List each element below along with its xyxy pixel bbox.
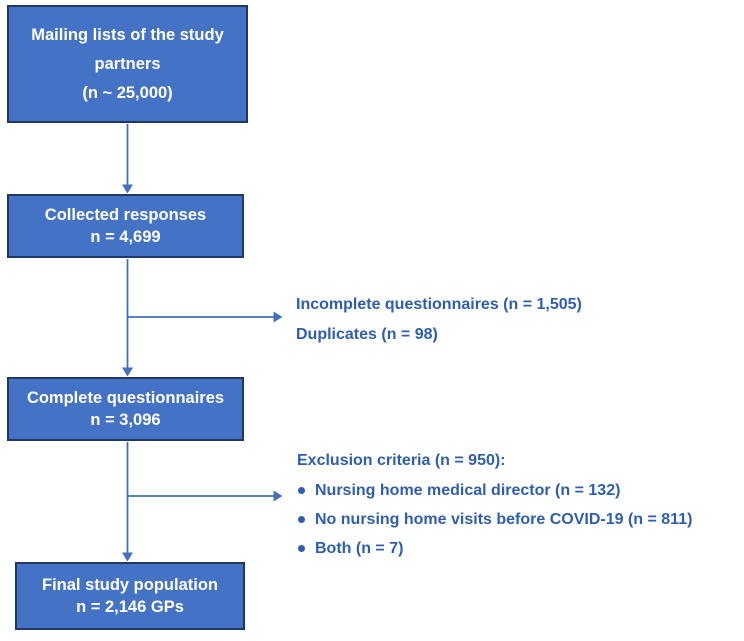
note-line-incomplete: Incomplete questionnaires (n = 1,505): [296, 296, 582, 313]
flow-box-final-study-population: Final study population n = 2,146 GPs: [15, 562, 245, 630]
box-label-line: Final study population: [42, 576, 218, 594]
box-label-line: n = 3,096: [90, 411, 161, 429]
exclusion-criteria-heading: Exclusion criteria (n = 950):: [297, 452, 506, 469]
box-label-line: Complete questionnaires: [26, 389, 225, 407]
exclusion-bullet-medical-director: Nursing home medical director (n = 132): [297, 476, 692, 505]
branch-arrow-exclusion-criteria: [127, 490, 283, 502]
box-label-line: n = 2,146 GPs: [76, 598, 184, 616]
flow-box-collected-responses: Collected responses n = 4,699: [7, 194, 244, 258]
box-label-line: n = 4,699: [90, 228, 161, 246]
exclusion-bullet-both: Both (n = 7): [297, 534, 692, 563]
arrow-complete-to-final: [122, 442, 133, 562]
flow-box-mailing-lists: Mailing lists of the study partners (n ~…: [7, 5, 248, 123]
branch-arrow-removed-responses: [127, 311, 283, 323]
box-label-line: partners: [94, 54, 161, 73]
exclusion-bullet-no-visits: No nursing home visits before COVID-19 (…: [297, 505, 692, 534]
note-removed-responses: Incomplete questionnaires (n = 1,505) Du…: [296, 290, 582, 350]
note-exclusion-criteria: Exclusion criteria (n = 950): Nursing ho…: [297, 446, 692, 563]
note-line-duplicates: Duplicates (n = 98): [296, 326, 438, 343]
box-label-line: Collected responses: [44, 206, 207, 224]
arrow-collected-to-complete: [122, 259, 133, 377]
flow-box-complete-questionnaires: Complete questionnaires n = 3,096: [7, 377, 244, 441]
arrow-mailing-to-collected: [122, 124, 133, 194]
box-label-line: (n ~ 25,000): [82, 83, 173, 102]
box-label-line: Mailing lists of the study: [31, 25, 224, 44]
